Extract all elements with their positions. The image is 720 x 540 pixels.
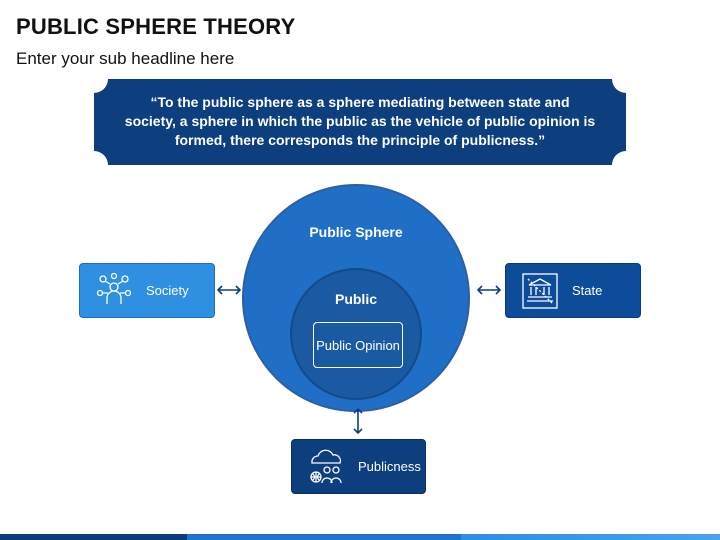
public-sphere-label: Public Sphere	[309, 224, 403, 240]
society-sphere-arrow	[216, 285, 242, 295]
public-opinion-label: Public Opinion	[316, 337, 400, 353]
public-opinion-box: Public Opinion	[313, 322, 403, 368]
society-node: Society	[79, 263, 215, 318]
quote-banner: “To the public sphere as a sphere mediat…	[94, 79, 626, 165]
footer-bar	[0, 534, 720, 540]
publicness-label: Publicness	[358, 459, 421, 474]
society-label: Society	[146, 283, 189, 298]
sphere-publicness-arrow	[353, 407, 363, 435]
public-cloud-people-icon	[310, 449, 342, 483]
people-network-icon	[96, 272, 132, 304]
state-node: State	[505, 263, 641, 318]
page-title: PUBLIC SPHERE THEORY	[16, 14, 296, 39]
sphere-state-arrow	[476, 285, 502, 295]
government-building-icon	[522, 272, 558, 309]
publicness-node: Publicness	[291, 439, 426, 494]
quote-banner-shape	[94, 79, 626, 165]
public-circle	[290, 268, 422, 400]
quote-text: “To the public sphere as a sphere mediat…	[124, 94, 596, 148]
page-subtitle: Enter your sub headline here	[16, 49, 235, 68]
public-label: Public	[334, 291, 377, 307]
state-label: State	[572, 283, 603, 298]
